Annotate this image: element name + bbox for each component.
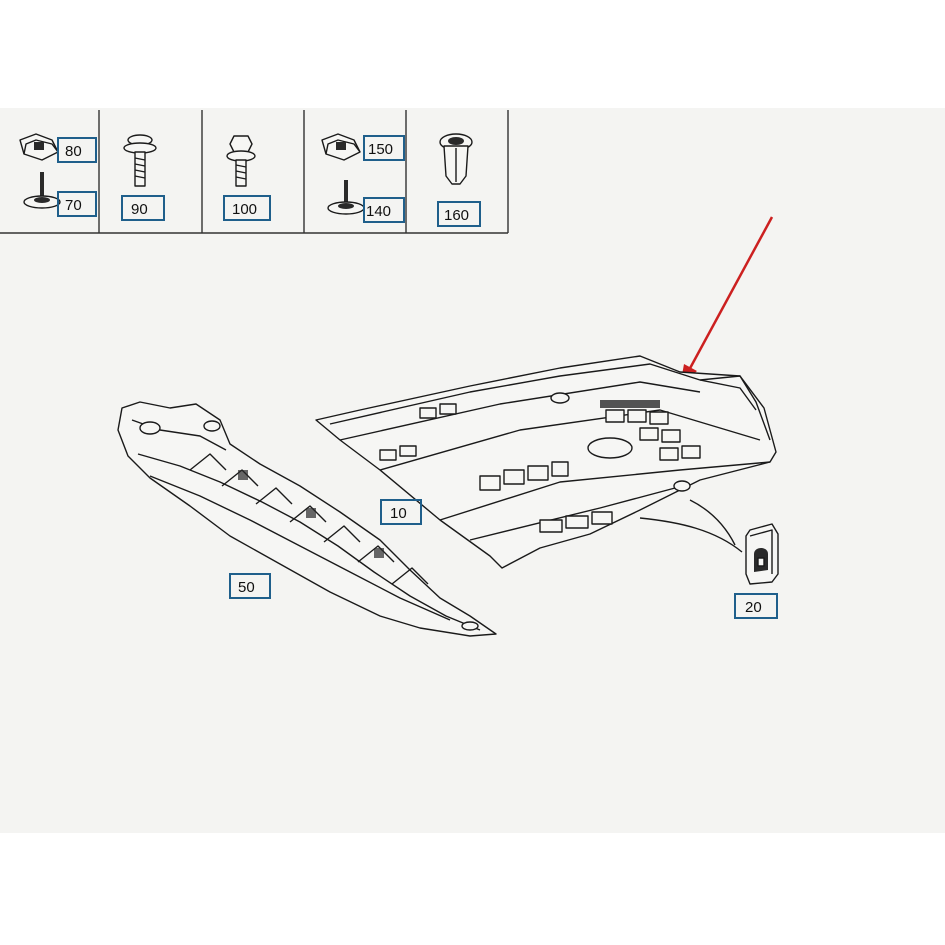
hex-bolt-icon <box>226 135 256 187</box>
leader-line-20 <box>639 517 743 553</box>
legend-cell-90: 90 <box>121 134 165 221</box>
callout-label-70: 70 <box>65 197 82 214</box>
clip-nut-icon <box>19 133 59 161</box>
callout-label-150: 150 <box>368 141 393 158</box>
callout-box-160 <box>437 201 481 227</box>
stud-bolt-icon <box>327 180 365 215</box>
callout-label-160: 160 <box>444 207 469 224</box>
callout-box-10 <box>380 499 422 525</box>
legend-cell-100: 100 <box>223 135 271 221</box>
callout-box-70 <box>57 191 97 217</box>
callout-box-150 <box>363 135 405 161</box>
legend-cell-160: 160 <box>437 133 481 227</box>
engine-underbody-shield <box>315 355 777 569</box>
front-splash-shield <box>117 401 497 637</box>
push-rivet-icon <box>439 133 473 185</box>
clip-nut-icon <box>321 133 361 161</box>
callout-label-20: 20 <box>745 599 762 616</box>
callout-box-20 <box>734 593 778 619</box>
legend-cell-150-140: 150 140 <box>321 133 405 223</box>
callout-label-80: 80 <box>65 143 82 160</box>
stud-bolt-icon <box>23 172 61 209</box>
part-callouts: 10 20 50 <box>229 499 778 619</box>
callout-box-50 <box>229 573 271 599</box>
callout-label-90: 90 <box>131 201 148 218</box>
legend-cell-80-70: 80 70 <box>19 133 97 217</box>
callout-box-140 <box>363 197 405 223</box>
callout-label-50: 50 <box>238 579 255 596</box>
highlight-arrow <box>680 216 774 386</box>
callout-label-140: 140 <box>366 203 391 220</box>
mounting-bracket <box>745 523 779 585</box>
callout-box-90 <box>121 195 165 221</box>
callout-label-100: 100 <box>232 201 257 218</box>
splash-shield-ribs <box>189 453 429 585</box>
fastener-legend: 80 70 90 <box>0 110 509 234</box>
callout-box-80 <box>57 137 97 163</box>
callout-box-100 <box>223 195 271 221</box>
flange-screw-icon <box>123 134 157 187</box>
shield-louvres <box>379 400 701 533</box>
callout-label-10: 10 <box>390 505 407 522</box>
